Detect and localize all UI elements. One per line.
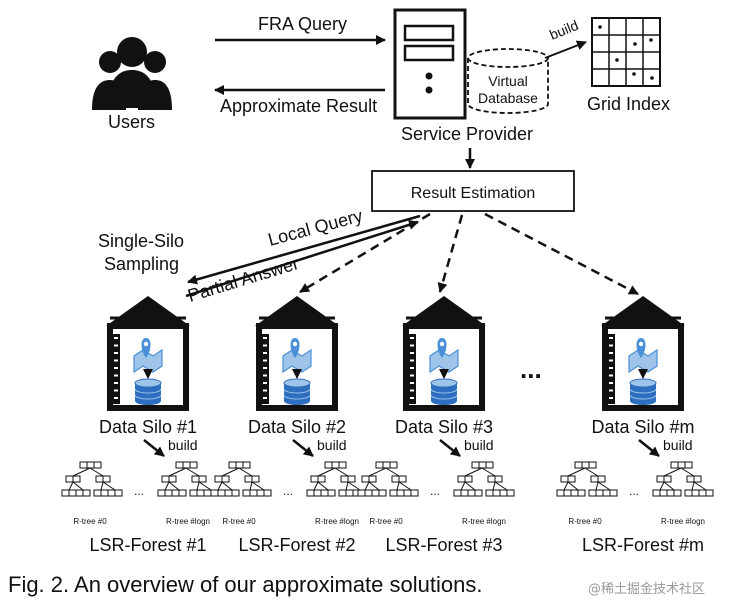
rtree-last-label: R-tree #logn	[315, 517, 359, 526]
grid-index-label: Grid Index	[587, 94, 670, 114]
data-silo-label: Data Silo #3	[395, 417, 493, 437]
database-icon	[283, 378, 311, 405]
virtual-database-icon	[467, 48, 549, 114]
build-forest-label: build	[168, 437, 198, 453]
rtree-last-icon	[306, 461, 368, 497]
rtree-last-icon	[157, 461, 219, 497]
rtree-first-label: R-tree #0	[568, 517, 602, 526]
approximate-result-label: Approximate Result	[220, 96, 377, 116]
database-icon	[629, 378, 657, 405]
build-forest-arrow	[638, 439, 660, 457]
single-silo-label-line2: Sampling	[104, 254, 179, 274]
result-estimation-box	[371, 170, 575, 212]
rtree-last-label: R-tree #logn	[462, 517, 506, 526]
rtree-last-label: R-tree #logn	[661, 517, 705, 526]
rtree-first-icon	[357, 461, 419, 497]
forest-ellipsis: ...	[134, 484, 144, 498]
map-pin-icon	[282, 338, 312, 379]
map-pin-icon	[628, 338, 658, 379]
dashed-arrow-silo-3	[437, 214, 464, 293]
result-estimation-label: Result Estimation	[411, 185, 536, 202]
local-query-arrow	[187, 214, 421, 285]
build-forest-label: build	[317, 437, 347, 453]
lsr-forest-label: LSR-Forest #1	[89, 535, 206, 555]
rtree-first-label: R-tree #0	[73, 517, 107, 526]
fra-query-label: FRA Query	[258, 14, 347, 34]
rtree-first-icon	[210, 461, 272, 497]
server-icon	[393, 8, 467, 120]
partial-answer-arrow	[185, 219, 419, 298]
build-forest-label: build	[663, 437, 693, 453]
lsr-forest-label: LSR-Forest #m	[582, 535, 704, 555]
data-silo-label: Data Silo #2	[248, 417, 346, 437]
rtree-first-icon	[556, 461, 618, 497]
silo-ellipsis: ...	[520, 354, 542, 384]
build-grid-label: build	[547, 17, 580, 43]
lsr-forest-label: LSR-Forest #3	[385, 535, 502, 555]
build-forest-arrow	[143, 439, 165, 457]
dashed-arrow-silo-2	[299, 212, 431, 294]
partial-answer-label: Partial Answer	[185, 253, 301, 306]
lsr-forest-label: LSR-Forest #2	[238, 535, 355, 555]
database-icon	[430, 378, 458, 405]
rtree-first-label: R-tree #0	[222, 517, 256, 526]
build-grid-arrow	[544, 40, 587, 59]
users-label: Users	[108, 112, 155, 132]
forest-ellipsis: ...	[629, 484, 639, 498]
grid-points	[598, 25, 654, 80]
service-provider-label: Service Provider	[401, 124, 533, 144]
virtual-database-label-line1: Virtual	[488, 73, 527, 89]
forest-ellipsis: ...	[430, 484, 440, 498]
watermark: @稀土掘金技术社区	[588, 582, 706, 597]
rtree-last-label: R-tree #logn	[166, 517, 210, 526]
build-forest-arrow	[439, 439, 461, 457]
forest-ellipsis: ...	[283, 484, 293, 498]
dashed-arrow-silo-m	[484, 212, 639, 296]
data-silo-label: Data Silo #1	[99, 417, 197, 437]
rtree-last-icon	[652, 461, 714, 497]
database-icon	[134, 378, 162, 405]
rtree-first-label: R-tree #0	[369, 517, 403, 526]
data-silo-label: Data Silo #m	[591, 417, 694, 437]
figure-caption: Fig. 2. An overview of our approximate s…	[8, 572, 483, 597]
build-forest-label: build	[464, 437, 494, 453]
rtree-last-icon	[453, 461, 515, 497]
single-silo-label-line1: Single-Silo	[98, 231, 184, 251]
build-forest-arrow	[292, 439, 314, 457]
users-icon	[92, 37, 172, 110]
map-pin-icon	[133, 338, 163, 379]
map-pin-icon	[429, 338, 459, 379]
grid-index-icon	[591, 17, 661, 87]
virtual-database-label-line2: Database	[478, 90, 538, 106]
rtree-first-icon	[61, 461, 123, 497]
